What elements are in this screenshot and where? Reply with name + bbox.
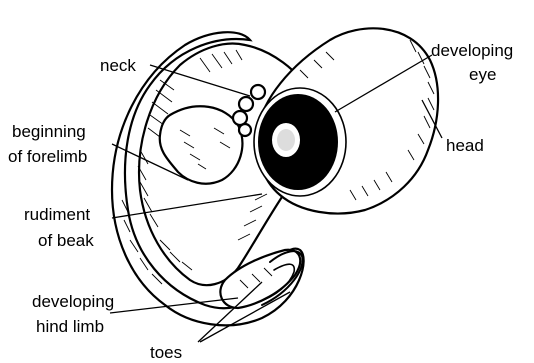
label-beak-line1: rudiment [24, 205, 90, 224]
label-hindlimb-line2: hind limb [36, 317, 104, 336]
label-developing-eye-line1: developing [431, 41, 513, 60]
label-head: head [446, 136, 484, 155]
label-hindlimb-line1: developing [32, 292, 114, 311]
label-toes: toes [150, 343, 182, 362]
label-neck: neck [100, 56, 136, 75]
developing-eye-structure [254, 88, 346, 196]
label-forelimb-line2: of forelimb [8, 147, 87, 166]
label-forelimb-line1: beginning [12, 122, 86, 141]
label-developing-eye-line2: eye [469, 65, 496, 84]
label-beak-line2: of beak [38, 231, 94, 250]
